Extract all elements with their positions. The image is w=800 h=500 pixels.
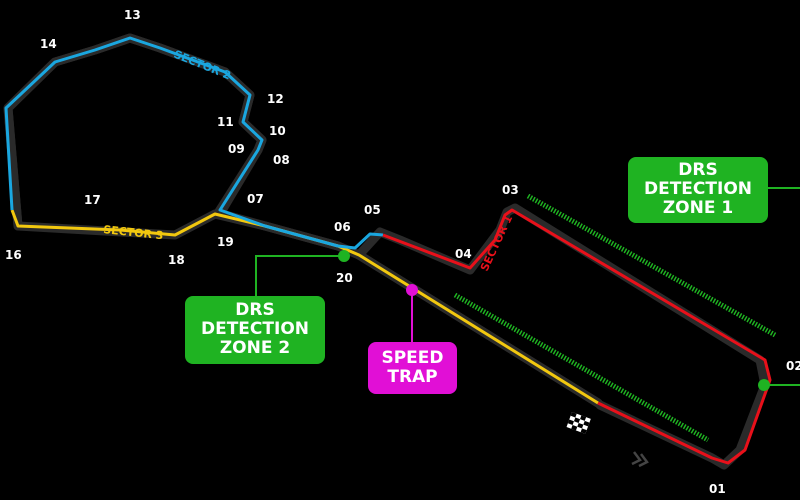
turn-03: 03 [502,183,519,197]
turn-14: 14 [40,37,57,51]
turn-05: 05 [364,203,381,217]
turn-12: 12 [267,92,284,106]
speed-trap-line1: SPEED [381,348,444,368]
direction-chevrons-icon [631,451,649,468]
sector-3-track [10,209,599,405]
turn-17: 17 [84,193,101,207]
drs-zone-1-line2: DETECTION [643,179,752,199]
start-finish-flag-icon [566,412,591,434]
turn-07: 07 [247,192,264,206]
turn-04: 04 [455,247,472,261]
drs-detection-zone-1-box: DRS DETECTION ZONE 1 [628,157,768,223]
speed-trap-line2: TRAP [387,367,438,387]
sector-1-track [382,208,772,465]
drs-zone-2-line3: ZONE 2 [219,338,291,358]
drs-zone-markers [453,193,777,443]
sector-2-track [4,36,384,250]
turn-19: 19 [217,235,234,249]
sector-2-label: SECTOR 2 [172,48,233,83]
turn-06: 06 [334,220,351,234]
track-outline [3,33,770,470]
turn-13: 13 [124,8,141,22]
turn-08: 08 [273,153,290,167]
drs-zone-2-line1: DRS [235,300,275,320]
sector-1-label: SECTOR 1 [478,213,515,273]
drs-detection-zone-2-box: DRS DETECTION ZONE 2 [185,296,325,364]
turn-10: 10 [269,124,286,138]
drs-zone-1-point [758,379,770,391]
turn-18: 18 [168,253,185,267]
turn-16: 16 [5,248,22,262]
drs-zone-2-point [338,250,350,262]
turn-20: 20 [336,271,353,285]
turn-09: 09 [228,142,245,156]
drs-zone-1-line1: DRS [678,160,718,180]
speed-trap-box: SPEED TRAP [368,342,457,394]
speed-trap-point [406,284,418,296]
turn-02: 02 [786,359,800,373]
drs-zone-2-line2: DETECTION [200,319,309,339]
turn-01: 01 [709,482,726,496]
turn-numbers: 01 02 03 04 05 06 07 08 09 10 11 12 13 1… [5,8,800,496]
sector-3-label: SECTOR 3 [103,223,164,242]
turn-11: 11 [217,115,234,129]
drs-zone-2-leader [255,255,344,298]
drs-zone-1-line3: ZONE 1 [662,198,734,218]
